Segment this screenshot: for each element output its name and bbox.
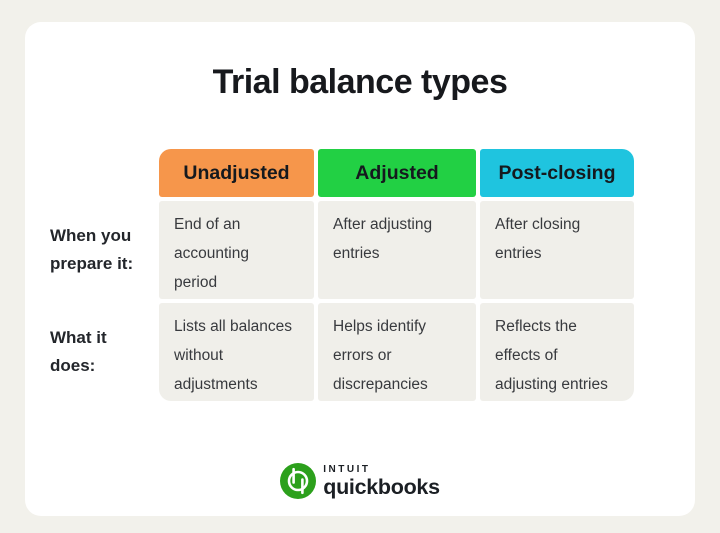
table-cell-post-closing-when: After closing entries (480, 201, 634, 299)
table-corner-spacer (35, 149, 155, 197)
column-header-unadjusted: Unadjusted (159, 149, 314, 197)
brand-quickbooks-label: quickbooks (323, 474, 440, 499)
quickbooks-qb-icon (280, 463, 317, 499)
row-label-when-you-prepare-it: When you prepare it: (50, 226, 134, 273)
trial-balance-table: Unadjusted Adjusted Post-closing When yo… (35, 149, 634, 401)
table-cell-post-closing-what: Reflects the effects of adjusting entrie… (480, 303, 634, 401)
row-label-what-it-does: What it does: (50, 328, 107, 375)
table-cell-adjusted-when: After adjusting entries (318, 201, 476, 299)
page-title: Trial balance types (212, 63, 508, 101)
table-cell-unadjusted-when: End of an accounting period (159, 201, 314, 299)
brand-footer: INTUIT quickbooks (25, 463, 695, 499)
brand-intuit-label: INTUIT (323, 463, 371, 475)
brand-wordmark: INTUIT quickbooks (323, 463, 440, 499)
column-header-post-closing: Post-closing (480, 149, 634, 197)
infographic-card: Trial balance types Unadjusted Adjusted … (25, 22, 695, 516)
table-cell-adjusted-what: Helps identify errors or discrepancies (318, 303, 476, 401)
table-cell-unadjusted-what: Lists all balances without adjustments (159, 303, 314, 401)
column-header-adjusted: Adjusted (318, 149, 476, 197)
